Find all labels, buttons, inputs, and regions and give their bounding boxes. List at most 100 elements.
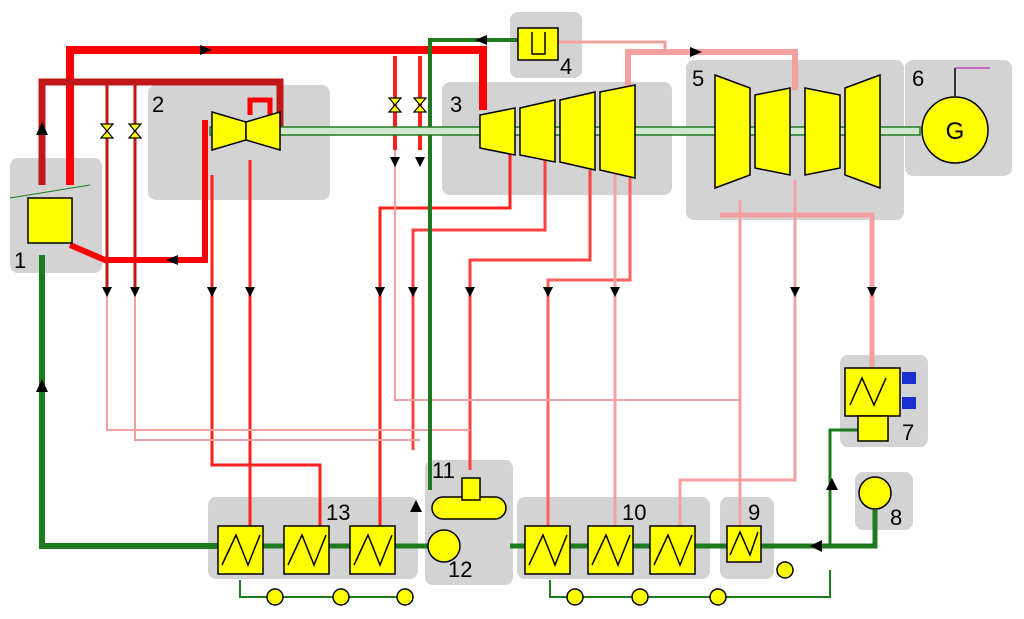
hp-turbine-stage-b — [245, 110, 281, 152]
drain-pump-icon — [709, 588, 727, 606]
cooling-water-in — [902, 372, 916, 384]
lp-stage-4 — [844, 73, 881, 190]
drain-pump-icon — [631, 588, 649, 606]
ip-turbine — [479, 84, 636, 179]
flow-arrow-icon — [200, 45, 212, 55]
lp-stage-1 — [714, 73, 751, 190]
lp-extraction-1 — [546, 175, 632, 530]
drain-pump-icon — [396, 588, 414, 606]
deaerator — [431, 477, 507, 520]
ip-stage-4 — [599, 84, 636, 179]
coil-lp2 — [591, 533, 631, 568]
gland-cooler — [726, 525, 762, 563]
flow-arrow-icon — [36, 379, 48, 392]
flow-arrow-icon — [610, 287, 620, 297]
feed-pump-icon — [427, 529, 461, 563]
flow-arrow-icon — [826, 478, 838, 490]
drain-pump-icon — [566, 588, 584, 606]
crossover-pipe — [625, 49, 798, 110]
flow-arrow-icon — [543, 287, 553, 297]
ip-stage-2 — [519, 99, 556, 163]
flow-arrow-icon — [465, 287, 475, 297]
flow-arrows — [36, 35, 877, 552]
label-feed-pump: 12 — [448, 557, 472, 582]
coil-lp1 — [528, 533, 568, 568]
coil-hp3 — [353, 533, 393, 568]
label-ip-turbine: 3 — [450, 92, 462, 117]
lp-stage-2 — [754, 87, 791, 176]
flow-arrow-icon — [867, 287, 877, 297]
hp-heaters — [217, 525, 396, 575]
valve-icon — [99, 123, 115, 139]
flow-arrow-icon — [166, 255, 178, 265]
drain-line-hp — [239, 580, 400, 598]
label-condenser: 7 — [902, 420, 914, 445]
label-feed-pump-turbine: 4 — [560, 54, 572, 79]
lp-turbine — [714, 73, 881, 190]
boiler-inlet-mark — [9, 184, 91, 199]
lp-heater-3 — [649, 525, 696, 575]
label-hp-turbine: 2 — [152, 92, 164, 117]
coil-hp2 — [287, 533, 327, 568]
fp-turbine-supply — [548, 40, 667, 52]
pink-line-c — [134, 290, 420, 441]
condenser-body — [844, 367, 901, 417]
drain-pumps — [266, 561, 794, 606]
valve-icon — [387, 97, 403, 113]
condensate-line — [760, 510, 878, 549]
condensate-pump-icon — [858, 476, 892, 510]
hp-heater-1 — [217, 525, 264, 575]
heater-coils — [221, 376, 887, 568]
flow-arrow-icon — [408, 287, 418, 297]
hp-stub — [247, 97, 273, 115]
generator: G — [921, 67, 990, 164]
label-deaerator: 11 — [432, 458, 455, 483]
feedwater-main — [39, 255, 230, 549]
lp-heater-2 — [587, 525, 634, 575]
flow-arrow-icon — [102, 287, 112, 297]
pink-line-b — [394, 150, 740, 401]
ip-stage-3 — [559, 91, 596, 171]
fp-turbine-mark — [531, 32, 546, 55]
flow-arrow-icon — [415, 157, 425, 167]
drain-pump-icon — [776, 561, 794, 579]
drain-line-lp — [549, 570, 831, 598]
label-condensate-pump: 8 — [890, 505, 902, 530]
valves — [99, 97, 428, 139]
valve-icon — [127, 123, 143, 139]
lp-stage-3 — [804, 87, 841, 176]
cold-reheat-pipe — [68, 120, 208, 263]
hp-heater-3 — [349, 525, 396, 575]
condenser-hotwell — [857, 415, 889, 442]
drain-pump-icon — [332, 588, 350, 606]
condensate-recirc — [828, 428, 858, 546]
deaerator-dome — [461, 477, 481, 501]
ip-extraction-1 — [378, 150, 512, 530]
flow-arrow-icon — [207, 287, 217, 297]
main-steam-pipe — [66, 46, 487, 185]
hp-extraction-1 — [210, 175, 322, 530]
hp-turbine — [211, 110, 281, 152]
generator-symbol: G — [946, 118, 965, 145]
coil-lp3 — [653, 533, 693, 568]
flow-arrow-icon — [475, 35, 487, 45]
flow-arrow-icon — [790, 287, 800, 297]
boiler-body — [27, 197, 73, 244]
label-gland-cooler: 9 — [748, 500, 760, 525]
flow-arrow-icon — [375, 287, 385, 297]
ip-turbine-box — [442, 82, 672, 195]
feed-pump-turbine — [517, 27, 559, 61]
lp-extraction-3 — [678, 180, 797, 530]
flow-arrow-icon — [810, 540, 822, 552]
label-generator: 6 — [912, 66, 924, 91]
lp-heaters — [524, 525, 696, 575]
label-lp-heaters: 10 — [622, 500, 646, 525]
flow-arrow-icon — [36, 122, 48, 135]
fp-turbine-body — [517, 27, 559, 61]
valve-icon — [412, 97, 428, 113]
lp-exhaust-pipe — [720, 212, 875, 370]
flow-arrow-icon — [130, 287, 140, 297]
flow-arrow-icon — [245, 287, 255, 297]
ip-extraction-2 — [411, 160, 547, 450]
